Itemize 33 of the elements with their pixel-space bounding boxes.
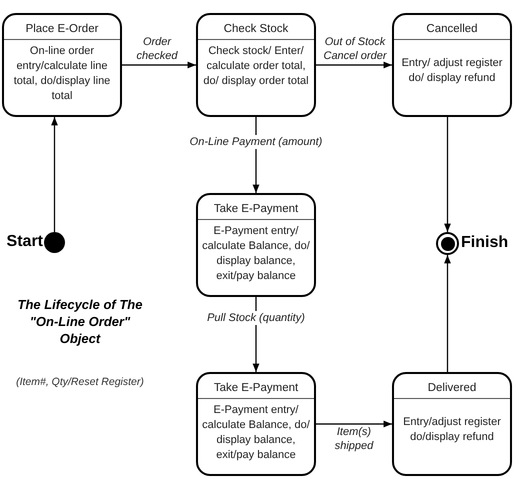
state-activities: Entry/adjust register do/display refund [402,415,502,445]
arrow [51,117,58,232]
arrow [316,420,392,428]
state-name: Cancelled [394,15,510,40]
state-name: Take E-Payment [198,195,314,220]
state-activities: Entry/ adjust register do/ display refund [400,56,504,86]
arrow [316,62,392,68]
arrow [122,62,196,68]
state-box [392,13,512,117]
state-box [196,193,316,297]
arrow [444,117,451,232]
state-activities: Check stock/ Enter/ calculate order total, do/ display order total [202,44,310,89]
state-label: Start [6,232,43,252]
final-state [436,232,459,255]
edge-label: Item(s) shipped [334,425,374,453]
state-name: Take E-Payment [198,374,314,399]
state-box [392,372,512,476]
arrow [444,255,451,372]
edge-label: Out of Stock Cancel order [322,35,388,63]
note: (Item#, Qty/Reset Register) [15,375,145,389]
edge-label: Order checked [136,35,179,63]
state-box [196,13,316,117]
diagram-title: The Lifecycle of The "On-Line Order" Object [16,296,144,347]
state-activities: E-Payment entry/ calculate Balance, do/ display balance, exit/pay balance [201,224,311,284]
state-label: Finish [461,232,508,252]
state-activities: E-Payment entry/ calculate Balance, do/ display balance, exit/pay balance [201,403,311,463]
state-name: Check Stock [198,15,314,40]
state-box [2,13,122,117]
state-name: Delivered [394,374,510,399]
state-activities: On-line order entry/calculate line total, do/display line total [12,44,112,104]
state-name: Place E-Order [4,15,120,40]
state-box [196,372,316,476]
initial-state [44,232,65,253]
